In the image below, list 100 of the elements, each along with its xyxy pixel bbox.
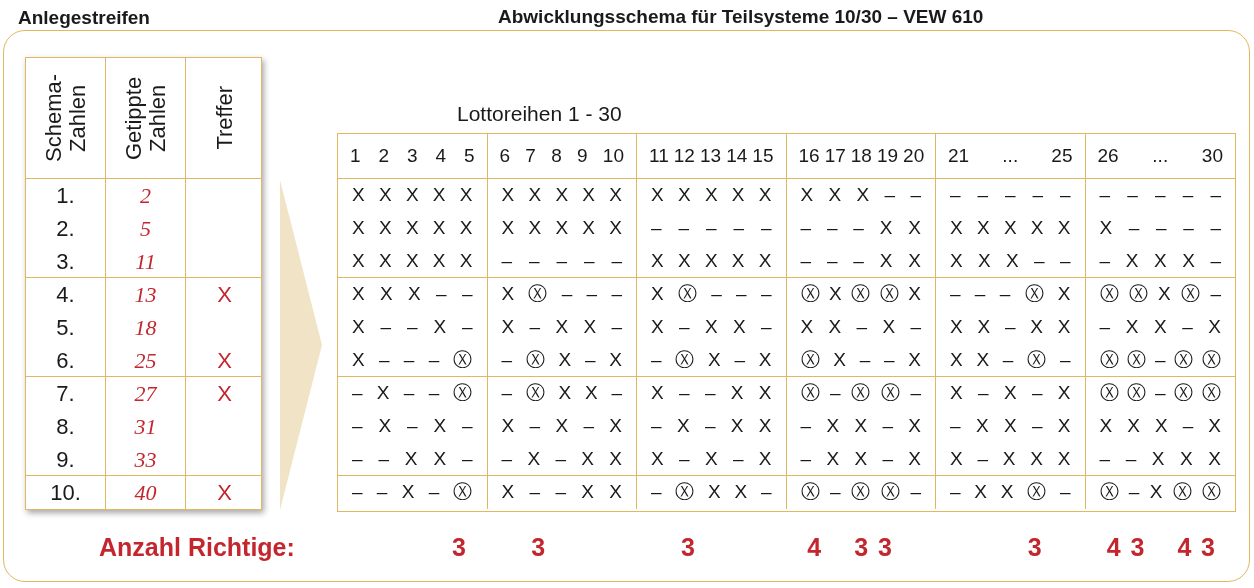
hit-count: 4 xyxy=(1106,532,1121,563)
mark-row-text: – – – – – xyxy=(651,216,772,241)
mark-row-text: X X X X X xyxy=(651,183,772,208)
hit-count: 3 xyxy=(1027,532,1042,563)
hit-mark: X xyxy=(217,281,232,309)
tipped-number: 11 xyxy=(135,248,156,276)
hit-mark: X xyxy=(217,380,232,408)
mark-row-text: – – – – – xyxy=(1099,183,1221,208)
grid-heading: Lottoreihen 1 - 30 xyxy=(457,101,622,127)
mark-row-text: X X X – – xyxy=(352,282,473,307)
row-number: 9. xyxy=(56,446,75,474)
hit-count: 3 xyxy=(1130,532,1145,563)
column-numbers: 21 ... 25 xyxy=(948,143,1073,168)
column-header: Getippte Zahlen xyxy=(121,75,170,162)
tipped-number: 31 xyxy=(134,413,157,441)
mark-row-text: X – X – X xyxy=(651,446,772,471)
mark-row-text: X X – Ⓧ – xyxy=(950,347,1071,372)
mark-row-text: – – X X X xyxy=(1099,446,1221,471)
mark-row-text: X X X X X xyxy=(651,248,772,273)
mark-row-text: X X X – – xyxy=(800,183,921,208)
mark-row-text: – X – – Ⓧ xyxy=(352,381,473,406)
hit-mark: X xyxy=(217,479,232,507)
mark-row-text: X Ⓧ – – – xyxy=(501,282,622,307)
row-number: 8. xyxy=(56,413,75,441)
row-number: 1. xyxy=(56,182,75,210)
mark-row-text: X X X X X xyxy=(501,183,622,208)
mark-row-text: X X – X X xyxy=(950,315,1071,340)
mark-row-text: Ⓧ X Ⓧ Ⓧ X xyxy=(800,282,921,307)
title: Abwicklungsschema für Teilsysteme 10/30 – VEW 610 xyxy=(498,5,984,29)
mark-row-text: X – X – X xyxy=(501,414,622,439)
mark-row-text: Ⓧ – X Ⓧ Ⓧ xyxy=(1099,480,1221,505)
column-numbers: 26 ... 30 xyxy=(1097,143,1223,168)
mark-row-text: Ⓧ Ⓧ X Ⓧ – xyxy=(1099,282,1221,307)
mark-row-text: Ⓧ Ⓧ – Ⓧ Ⓧ xyxy=(1099,381,1221,406)
section-heading: Anlegestreifen xyxy=(18,6,150,30)
mark-row-text: X – – – Ⓧ xyxy=(352,347,473,372)
mark-row-text: – Ⓧ X X – xyxy=(501,381,622,406)
column-header: Treffer xyxy=(212,86,237,150)
row-number: 10. xyxy=(50,479,81,507)
row-number: 5. xyxy=(56,314,75,342)
mark-row-text: – X X – X xyxy=(950,414,1071,439)
mark-row-text: X – X X – xyxy=(651,315,772,340)
column-numbers: 11 12 13 14 15 xyxy=(649,143,774,168)
mark-row-text: X – – X – xyxy=(352,315,473,340)
mark-row-text: X X X – X xyxy=(1099,414,1221,439)
column-numbers: 6 7 8 9 10 xyxy=(499,143,624,168)
mark-row-text: X X X X X xyxy=(501,216,622,241)
mark-row-text: – X – X – xyxy=(352,414,473,439)
tipped-number: 2 xyxy=(140,182,151,210)
mark-row-text: Ⓧ Ⓧ – Ⓧ Ⓧ xyxy=(1099,347,1221,372)
tipped-number: 33 xyxy=(134,446,157,474)
tipped-number: 27 xyxy=(134,380,157,408)
mark-row-text: Ⓧ – Ⓧ Ⓧ – xyxy=(800,480,921,505)
mark-row-text: Ⓧ – Ⓧ Ⓧ – xyxy=(800,381,921,406)
column-header: Schema-Zahlen xyxy=(41,73,90,165)
mark-row-text: – X X – X xyxy=(1099,315,1221,340)
row-number: 7. xyxy=(56,380,75,408)
mark-row-text: – Ⓧ X X – xyxy=(651,480,772,505)
hit-count: 3 xyxy=(531,532,546,563)
hit-count: 4 xyxy=(807,532,822,563)
tipped-number: 40 xyxy=(134,479,157,507)
mark-row-text: – – – Ⓧ X xyxy=(950,282,1071,307)
mark-row-text: – X – X X xyxy=(651,414,772,439)
hit-count: 3 xyxy=(854,532,869,563)
mark-row-text: – – – – – xyxy=(501,248,622,273)
mark-row-text: – Ⓧ X – X xyxy=(651,347,772,372)
mark-row-text: – – X – Ⓧ xyxy=(352,480,473,505)
mark-row-text: X – X X X xyxy=(950,446,1071,471)
mark-row-text: – X X – X xyxy=(800,446,921,471)
hit-mark: X xyxy=(217,347,232,375)
hit-count: 3 xyxy=(681,532,695,563)
mark-row-text: – Ⓧ X – X xyxy=(501,347,622,372)
column-numbers: 16 17 18 19 20 xyxy=(798,143,923,168)
mark-row-text: X X – X – xyxy=(800,315,921,340)
mark-row-text: – – – X X xyxy=(800,248,921,273)
hit-count: 3 xyxy=(452,532,466,563)
mark-row-text: – – X X – xyxy=(352,446,473,471)
mark-row-text: X – X – X xyxy=(950,381,1071,406)
hit-count: 3 xyxy=(1201,532,1215,563)
hit-count: 3 xyxy=(877,532,892,563)
row-number: 6. xyxy=(56,347,75,375)
mark-row-text: X X X X X xyxy=(352,216,473,241)
hit-count: 4 xyxy=(1177,532,1192,563)
tipped-number: 13 xyxy=(134,281,157,309)
tipped-number: 25 xyxy=(134,347,157,375)
mark-row-text: X – – X X xyxy=(501,480,622,505)
chevron-arrow xyxy=(280,180,322,510)
mark-row-text: – X X X – xyxy=(1099,248,1221,273)
mark-row-text: X X X X X xyxy=(352,248,473,273)
sum-label: Anzahl Richtige: xyxy=(99,532,295,563)
mark-row-text: X – – – – xyxy=(1099,216,1221,241)
mark-row-text: X Ⓧ – – – xyxy=(651,282,772,307)
mark-row-text: X – – X X xyxy=(651,381,772,406)
row-number: 3. xyxy=(56,248,75,276)
mark-row-text: – – – – – xyxy=(950,183,1071,208)
mark-row-text: – X – X X xyxy=(501,446,622,471)
mark-row-text: X X X X X xyxy=(352,183,473,208)
mark-row-text: – – – X X xyxy=(800,216,921,241)
mark-row-text: – X X – X xyxy=(800,414,921,439)
tipped-number: 18 xyxy=(134,314,157,342)
